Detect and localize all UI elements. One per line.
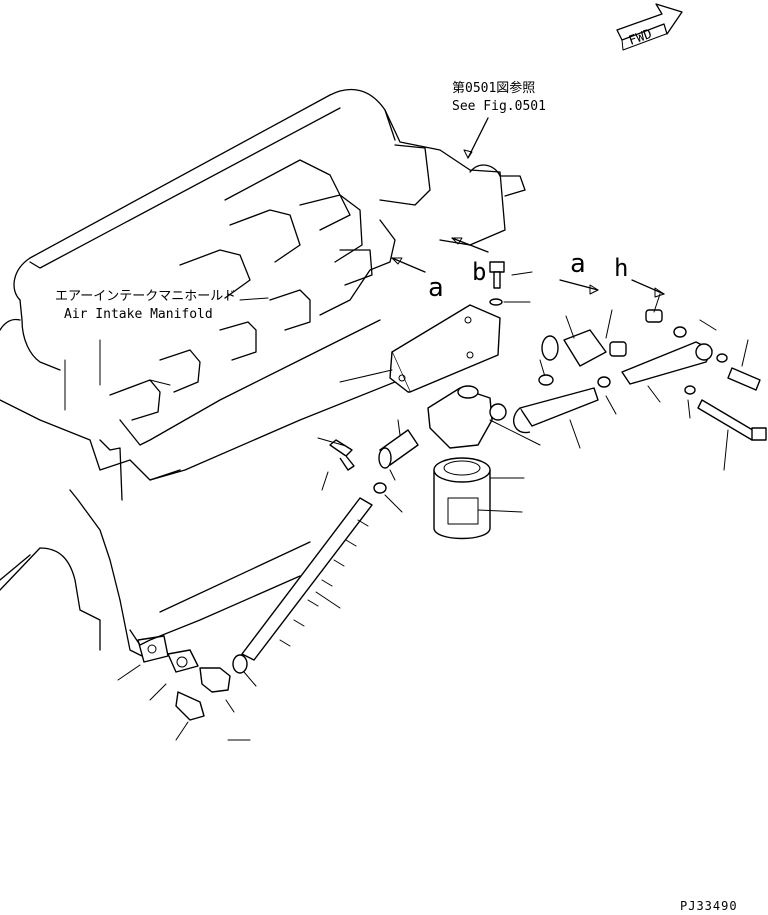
marker-a-2: a (570, 249, 586, 279)
marker-b-2: h (614, 254, 628, 282)
washer-left (373, 482, 403, 513)
fwd-arrow-icon: FWD (616, 3, 683, 51)
fitting-screw (378, 419, 419, 481)
marker-b-1: b (472, 258, 486, 286)
fwd-label: FWD (627, 27, 654, 49)
lower-gasket (117, 635, 169, 701)
pipe-connector (538, 315, 607, 386)
reference-jp: 第0501図参照 (452, 80, 535, 96)
small-bolt-right (727, 339, 761, 391)
manifold-label-en: Air Intake Manifold (64, 307, 213, 322)
marker-a-1: a (428, 273, 444, 303)
bracket-bolt (489, 261, 533, 306)
lower-elbow (199, 654, 257, 713)
reference-en: See Fig.0501 (452, 99, 546, 114)
manifold-label-jp: エアーインテークマニホールド (55, 289, 236, 304)
drawing-number: PJ33490 (680, 899, 738, 913)
banjo-washer (597, 309, 627, 415)
filter-head (427, 385, 541, 449)
engine-outline (0, 88, 526, 661)
banjo-bolt (645, 293, 728, 363)
return-hose (241, 497, 373, 661)
filter-cartridge (433, 457, 525, 540)
pipe-elbow (621, 319, 717, 403)
long-bolt-right (684, 385, 767, 471)
filter-bracket (339, 304, 501, 393)
lower-flange (167, 649, 199, 673)
lower-bolt (175, 691, 251, 741)
head-bolt-left (317, 437, 355, 491)
hose-short (512, 387, 599, 449)
